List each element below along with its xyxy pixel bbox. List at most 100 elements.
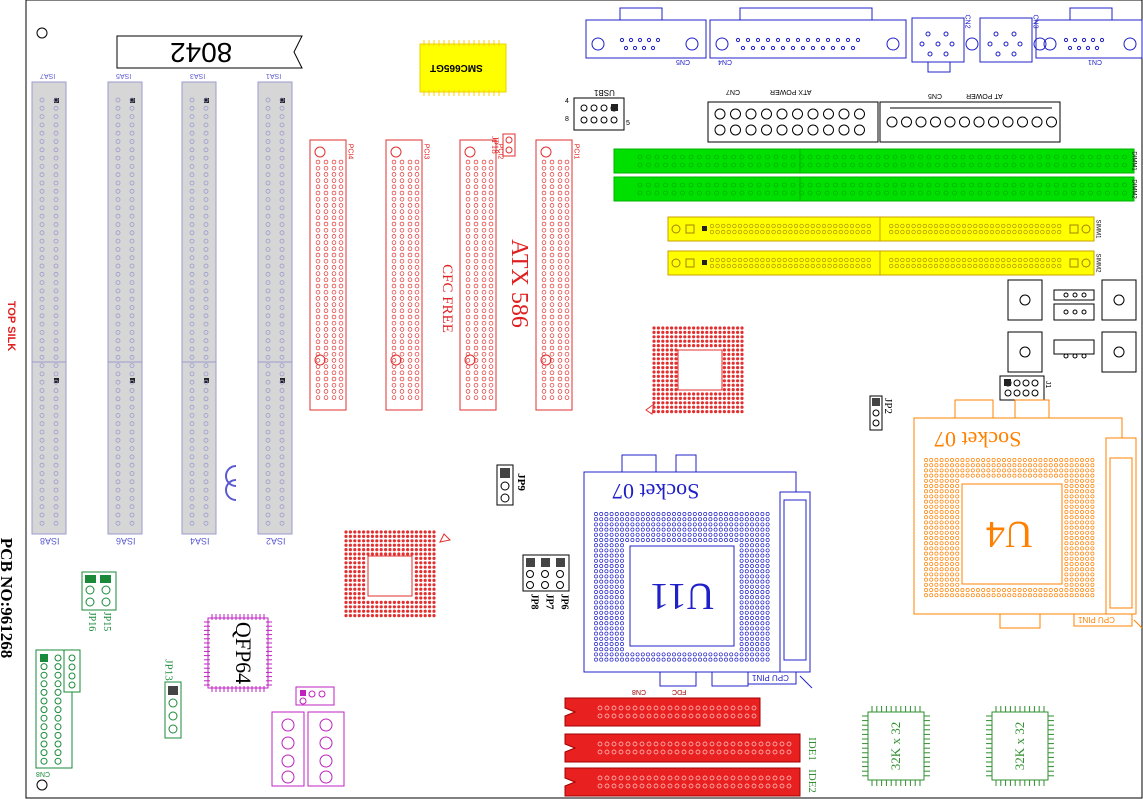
ide2-label: IDE2 <box>805 769 818 793</box>
simm-slot-label: SIMM2 <box>1094 253 1101 273</box>
ide1-label: IDE1 <box>805 737 818 761</box>
dimm-slot-2 <box>613 176 1135 202</box>
j1-header <box>999 375 1045 401</box>
cn7-label: CN7 <box>726 88 741 95</box>
at-power-connector <box>879 101 1061 143</box>
usb1-label: USB1 <box>594 88 615 97</box>
u4-pin1-label: CPU PIN1 <box>1078 615 1115 624</box>
pci-slot <box>459 139 497 411</box>
jp9-label: JP9 <box>514 473 527 491</box>
pci-slot <box>535 139 573 411</box>
board-outline <box>25 0 1143 799</box>
cn1-label: CN1 <box>1088 58 1103 65</box>
isa-slot-label: ISA1 <box>266 72 282 79</box>
sram-chip-2 <box>991 711 1049 781</box>
ide2-connector <box>564 767 801 797</box>
usb-pin8-label: 8 <box>565 116 569 123</box>
at-power-label: AT POWER <box>966 92 1003 99</box>
ide1-connector <box>564 733 801 763</box>
fan-connectors <box>271 686 345 787</box>
simm-slot-1 <box>667 216 1095 242</box>
u11-socket-label: Socket 07 <box>612 479 700 504</box>
jumpers-jp15-jp16 <box>81 571 117 611</box>
jp6-label: JP6 <box>558 593 570 610</box>
isa-slot-label: ISA3 <box>190 72 206 79</box>
top-silk-label: TOP SILK <box>5 300 18 352</box>
u4-label: U4 <box>986 513 1033 555</box>
front-panel-header <box>35 649 81 769</box>
kbc-8042-label: 8042 <box>170 37 233 68</box>
cn6-at-label: CN5 <box>928 92 943 99</box>
usb-pin4-label: 4 <box>565 98 569 105</box>
jumper-jp2 <box>869 395 883 431</box>
pci-slot <box>385 139 423 411</box>
usb-pin5-label: 5 <box>626 120 630 127</box>
sram-2-label: 32K x 32 <box>1012 721 1028 771</box>
simm-slot-label: SIMM1 <box>1094 219 1101 239</box>
cn5-label: CN5 <box>676 58 691 65</box>
super-io-label: SMC665GT <box>430 62 483 73</box>
jp8-label: JP8 <box>528 593 540 610</box>
pci-slot-label: PCI1 <box>572 143 580 160</box>
cn4-label: CN4 <box>718 58 733 65</box>
jumper-jp9 <box>496 464 514 506</box>
mount-hole-top-left <box>36 27 48 39</box>
cn2-label: CN2 <box>963 14 971 29</box>
isa-slot <box>107 81 143 535</box>
usb1-header <box>573 97 625 131</box>
pci-slot-group <box>309 139 573 411</box>
jumpers-jp6-jp8 <box>522 554 570 592</box>
atx-power-connector <box>707 101 879 143</box>
fdc-label: FDC <box>672 688 687 695</box>
sram-chip-1 <box>867 711 925 781</box>
mount-hole-bottom-left <box>36 779 48 791</box>
isa-slot-label: ISA5 <box>116 72 132 79</box>
pci-slot-label: PCI2 <box>496 143 504 160</box>
dimm-slot-label: DIMM1 <box>1130 151 1137 171</box>
super-io-chip <box>419 40 507 96</box>
jp7-label: JP7 <box>543 593 555 610</box>
pin1-mark-south <box>439 533 452 543</box>
io-connectors <box>585 7 1143 73</box>
pcb-number-label: PCB NO:961268 <box>0 537 17 659</box>
cn8-panel-label: CN8 <box>36 770 51 777</box>
pci-subtitle-label: CFC FREE <box>438 264 455 333</box>
cn8-top-label: CN8 <box>632 688 647 695</box>
u11-label: U11 <box>650 575 715 617</box>
chipset-north <box>652 326 744 414</box>
dimm-slot-1 <box>613 148 1135 174</box>
jp2-label: JP2 <box>881 398 894 414</box>
isa-slot <box>31 81 67 535</box>
qfp64-label: QFP64 <box>231 621 257 685</box>
jumper-jp13 <box>164 681 182 739</box>
voltage-regulators <box>1007 279 1137 373</box>
isa-slot-label: ISA4 <box>190 536 210 546</box>
isa-slot <box>181 81 217 535</box>
jumper-jp18 <box>502 133 516 157</box>
chipset-south <box>344 530 436 618</box>
sram-1-label: 32K x 32 <box>888 721 904 771</box>
isa-slot-label: ISA2 <box>266 536 286 546</box>
qfp64-chip <box>204 614 272 692</box>
pci-slot-label: PCI4 <box>346 143 354 160</box>
j1-label: J1 <box>1044 380 1052 389</box>
pci-slot-label: PCI3 <box>422 143 430 160</box>
pci-title-label: ATX 586 <box>505 239 532 328</box>
pin1-mark-north <box>645 402 655 415</box>
pci-slot <box>309 139 347 411</box>
isa-slot-label: ISA6 <box>116 536 136 546</box>
jp16-label: JP16 <box>86 611 98 632</box>
u4-socket-label: Socket 07 <box>934 427 1022 452</box>
isa-slot <box>257 81 293 535</box>
jp13-label: JP13 <box>162 659 175 681</box>
ce-mark <box>225 465 237 501</box>
isa-slot-group <box>31 81 293 535</box>
kbc-8042-flag <box>116 35 303 69</box>
simm-slot-2 <box>667 250 1095 276</box>
atx-power-label: ATX POWER <box>770 88 812 95</box>
dimm-slot-label: DIMM2 <box>1130 179 1137 199</box>
fdc-connector <box>564 697 761 727</box>
cn3-label: CN3 <box>1031 14 1039 29</box>
isa-slot-label: ISA8 <box>40 536 60 546</box>
